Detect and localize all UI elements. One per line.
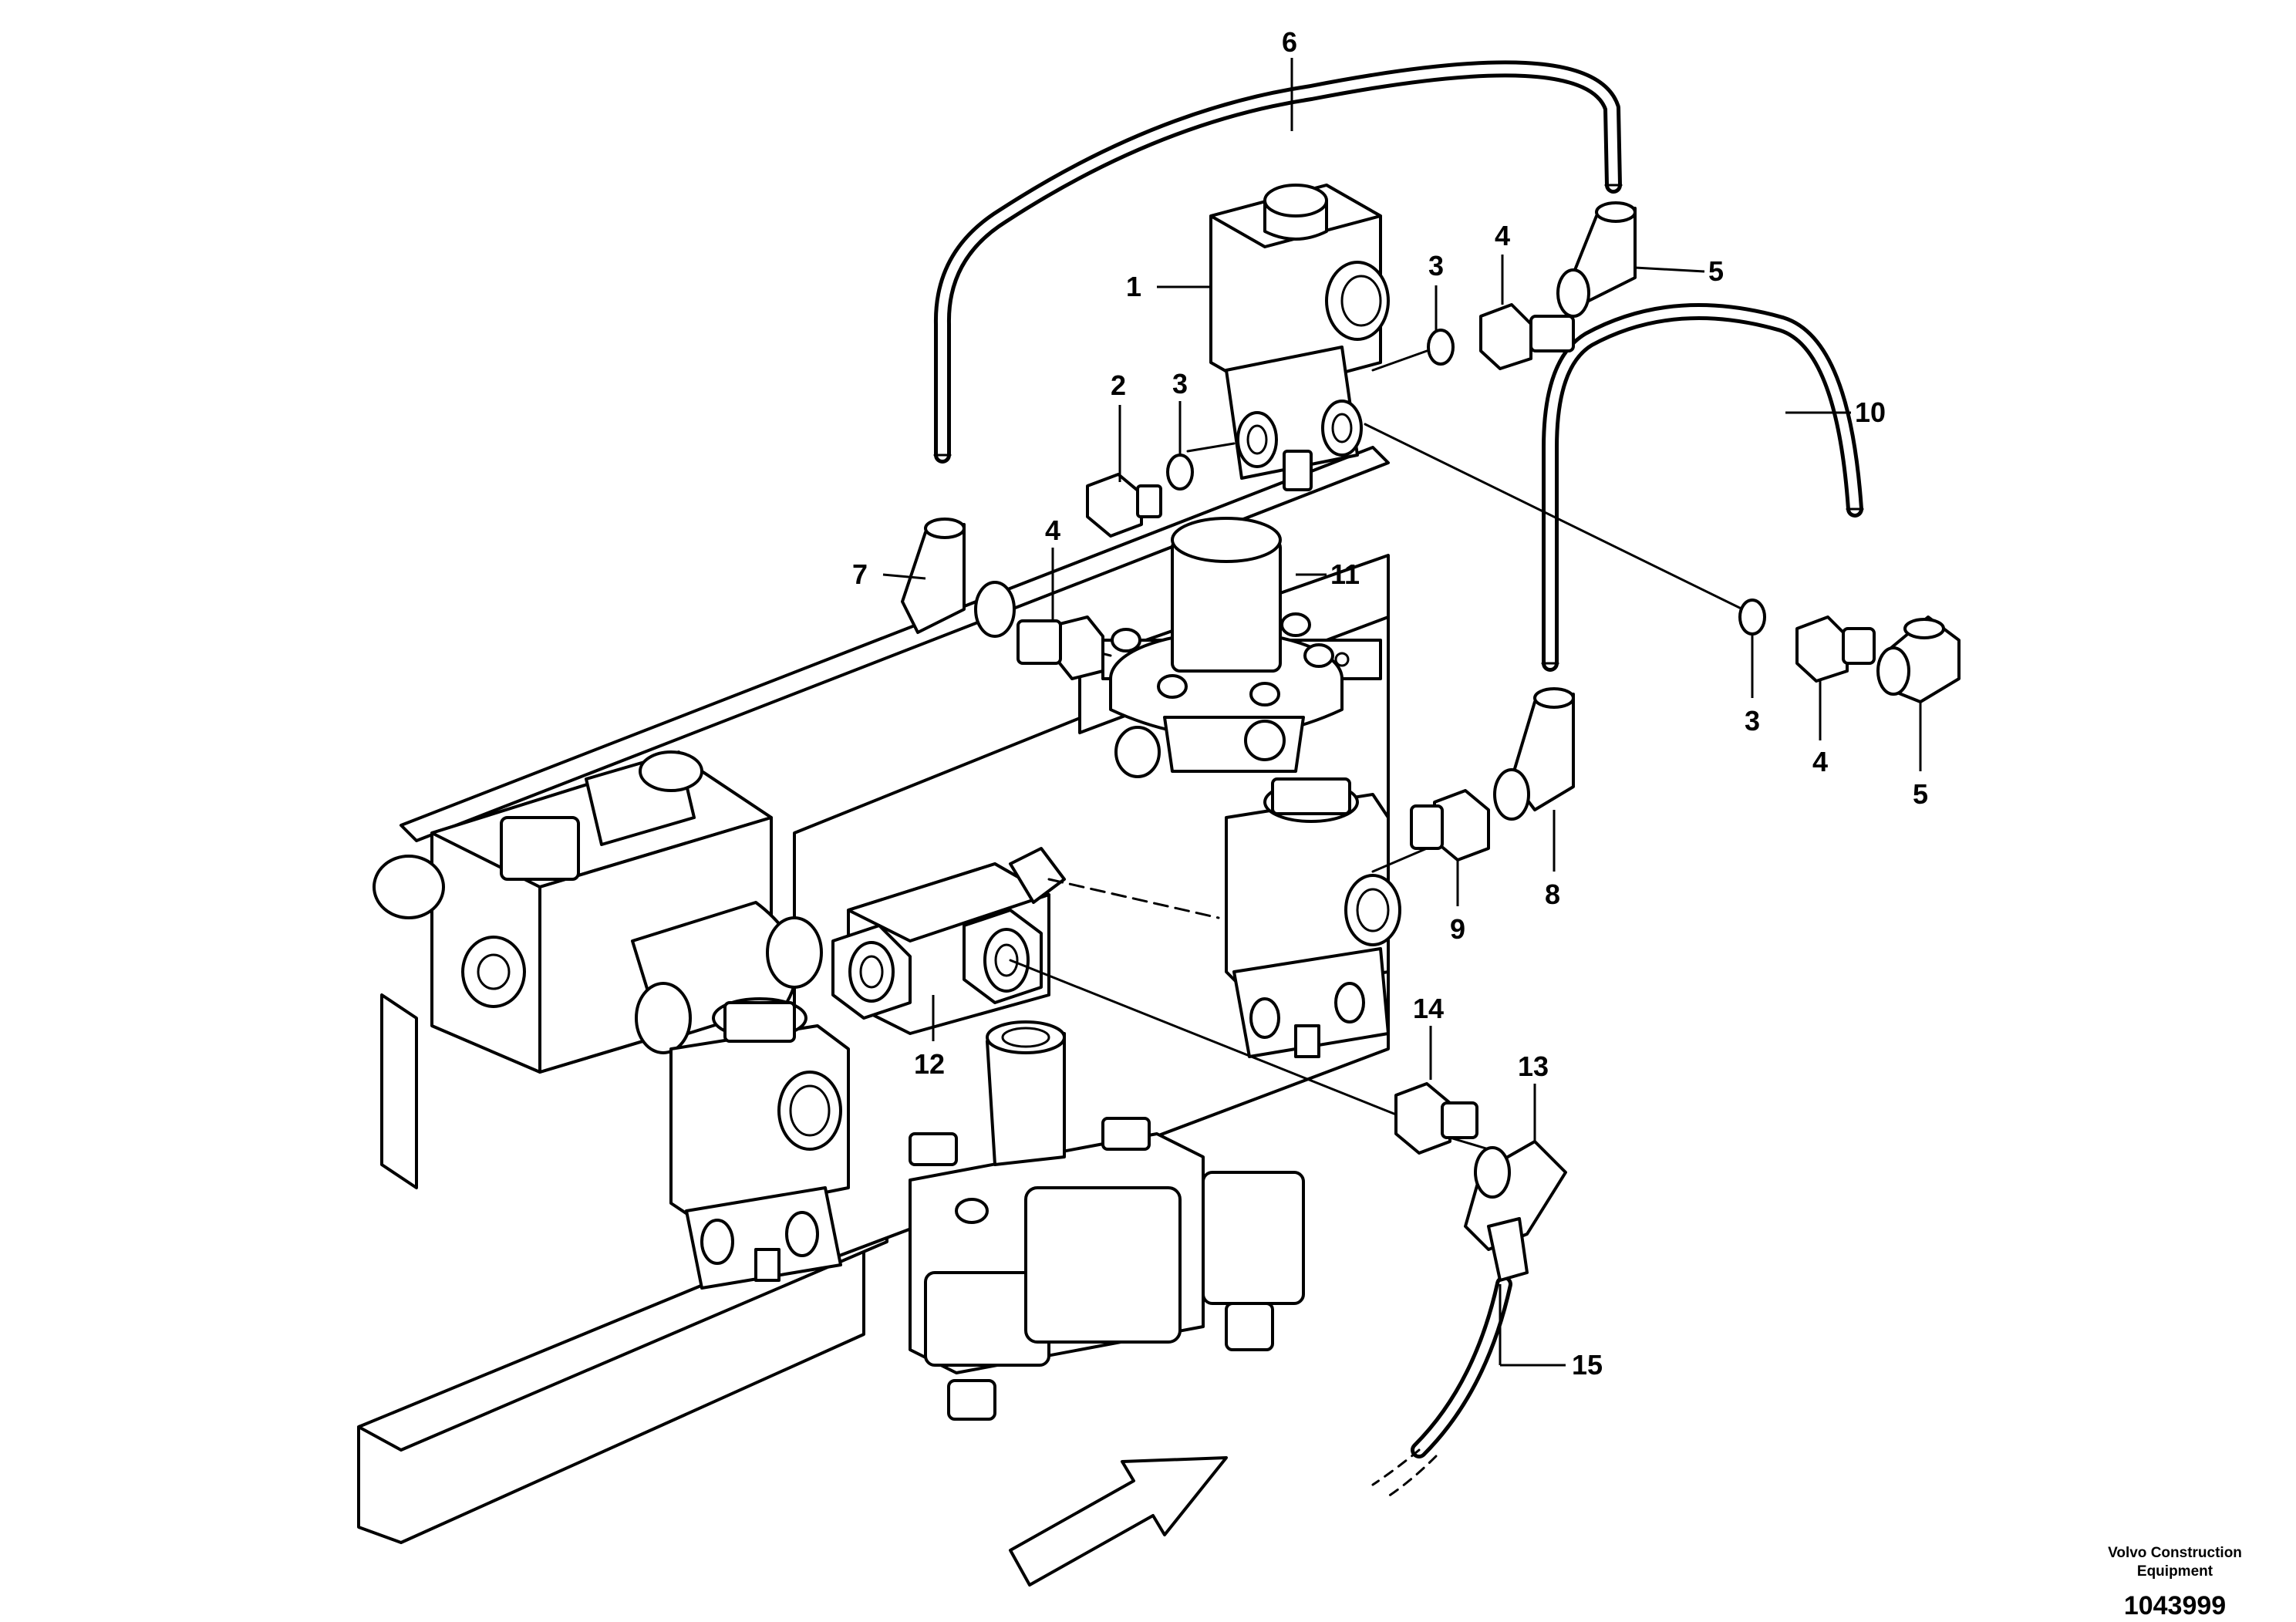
part-12-tee-block[interactable] bbox=[831, 847, 1220, 1035]
callout-6: 6 bbox=[1282, 26, 1297, 58]
part-2-plug[interactable] bbox=[1086, 473, 1162, 538]
direction-arrow bbox=[1009, 1456, 1228, 1587]
part-5-elbow-b[interactable] bbox=[1876, 615, 1961, 703]
leader-lines bbox=[882, 58, 1922, 1367]
left-valve-block bbox=[373, 750, 823, 1074]
part-8-elbow[interactable] bbox=[1493, 687, 1575, 821]
pipe-6 bbox=[933, 60, 1623, 464]
callout-9: 9 bbox=[1450, 913, 1465, 945]
callout-11: 11 bbox=[1330, 558, 1360, 590]
bottom-solenoid-group bbox=[909, 1020, 1305, 1421]
callout-13: 13 bbox=[1518, 1050, 1549, 1082]
right-middle-solenoid-valve bbox=[1225, 777, 1401, 1058]
callout-7: 7 bbox=[852, 558, 868, 590]
part-4-nipple-c[interactable] bbox=[1795, 615, 1876, 683]
callout-15: 15 bbox=[1572, 1349, 1603, 1381]
brand-line-2: Equipment bbox=[2137, 1563, 2213, 1580]
part-11-pressure-valve[interactable] bbox=[1109, 517, 1344, 778]
part-3-washer-a[interactable] bbox=[1166, 454, 1194, 491]
callout-1: 1 bbox=[1126, 271, 1141, 302]
part-7-elbow[interactable] bbox=[901, 518, 1016, 638]
pipe-15 bbox=[1371, 1276, 1512, 1498]
part-9-nipple[interactable] bbox=[1410, 789, 1490, 862]
part-13-elbow[interactable] bbox=[1464, 1140, 1567, 1282]
callout-4a: 4 bbox=[1495, 220, 1510, 251]
callout-8: 8 bbox=[1545, 878, 1560, 910]
pipe-10 bbox=[1541, 303, 1864, 672]
callout-3a: 3 bbox=[1172, 368, 1188, 400]
callout-5a: 5 bbox=[1708, 255, 1724, 287]
part-5-elbow-a[interactable] bbox=[1556, 201, 1637, 318]
callout-10: 10 bbox=[1855, 396, 1886, 428]
part-1-solenoid-valve[interactable] bbox=[1209, 184, 1390, 491]
callout-12: 12 bbox=[914, 1048, 945, 1080]
part-4-nipple-b[interactable] bbox=[1017, 615, 1104, 680]
brand-line-1: Volvo Construction bbox=[2108, 1545, 2242, 1561]
callout-labels: 6 1 2 3 3 4 5 10 7 4 11 3 4 5 8 9 12 14 … bbox=[852, 26, 1928, 1381]
callout-3b: 3 bbox=[1428, 250, 1444, 282]
lower-left-solenoid-valve bbox=[669, 997, 850, 1290]
part-4-nipple-a[interactable] bbox=[1479, 303, 1575, 370]
drawing-number: 1043999 bbox=[2124, 1591, 2226, 1620]
callout-2: 2 bbox=[1111, 369, 1126, 401]
part-14-nipple[interactable] bbox=[1394, 1082, 1478, 1155]
part-3-washer-b[interactable] bbox=[1427, 329, 1455, 366]
callout-14: 14 bbox=[1413, 993, 1444, 1024]
callout-4b: 4 bbox=[1045, 514, 1060, 546]
callout-3c: 3 bbox=[1745, 705, 1760, 737]
footer-stamp: Volvo Construction Equipment 1043999 bbox=[2108, 1545, 2242, 1620]
part-3-washer-c[interactable] bbox=[1738, 599, 1766, 636]
callout-5b: 5 bbox=[1913, 778, 1928, 810]
callout-4c: 4 bbox=[1812, 746, 1828, 777]
